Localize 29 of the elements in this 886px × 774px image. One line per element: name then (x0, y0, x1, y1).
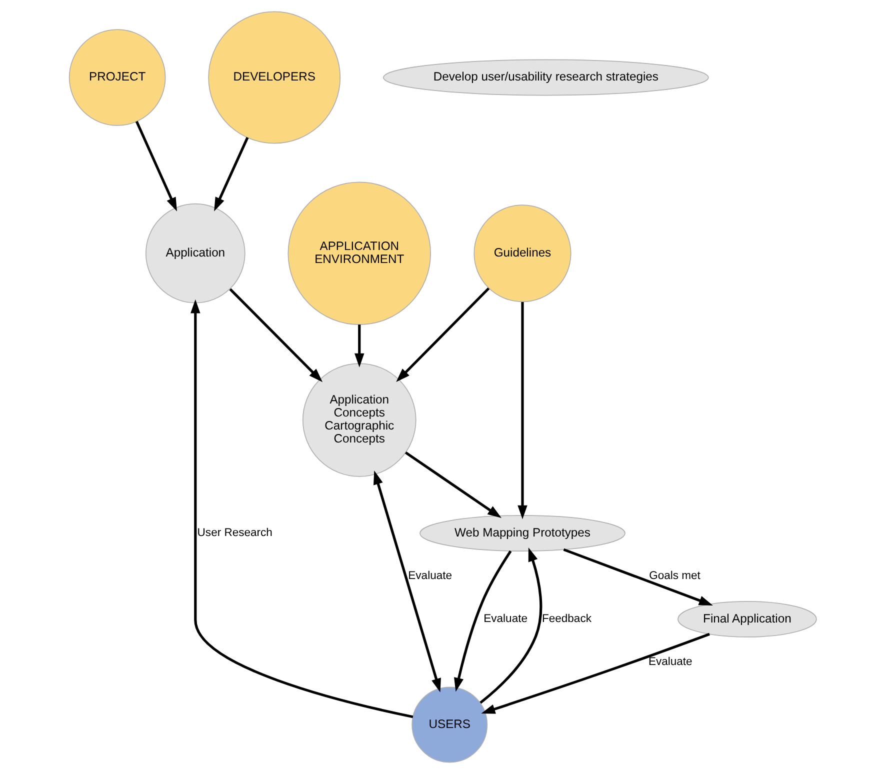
node-circle: APPLICATION ENVIRONMENT (288, 182, 431, 325)
node-ellipse: Develop user/usability research strategies (383, 59, 709, 96)
arrow (480, 548, 542, 704)
node-ellipse: Final Application (678, 600, 817, 638)
arrow (518, 302, 528, 520)
arrow (354, 324, 364, 368)
node-circle: Application Concepts Cartographic Concepts (302, 363, 416, 477)
edge-label: Evaluate (648, 656, 692, 668)
arrow (404, 451, 502, 518)
edge-label: Evaluate (408, 570, 452, 582)
arrow (481, 632, 710, 714)
edge-label: User Research (197, 527, 272, 540)
node-circle: Application (145, 203, 246, 304)
edge-label: Evaluate (484, 613, 528, 626)
arrow (214, 137, 249, 212)
arrow (135, 120, 177, 212)
arrow (373, 470, 441, 692)
node-circle: DEVELOPERS (208, 11, 341, 144)
node-circle: Guidelines (474, 204, 572, 302)
arrow (563, 548, 713, 606)
node-circle: PROJECT (68, 29, 166, 126)
node-circle: USERS (412, 686, 488, 763)
edge-label: Goals met (649, 570, 700, 582)
arrow (229, 288, 323, 382)
arrow (396, 287, 490, 382)
edge-label: Feedback (542, 613, 592, 626)
arrow (190, 299, 414, 718)
arrow (454, 550, 512, 692)
node-ellipse: Web Mapping Prototypes (420, 515, 626, 552)
